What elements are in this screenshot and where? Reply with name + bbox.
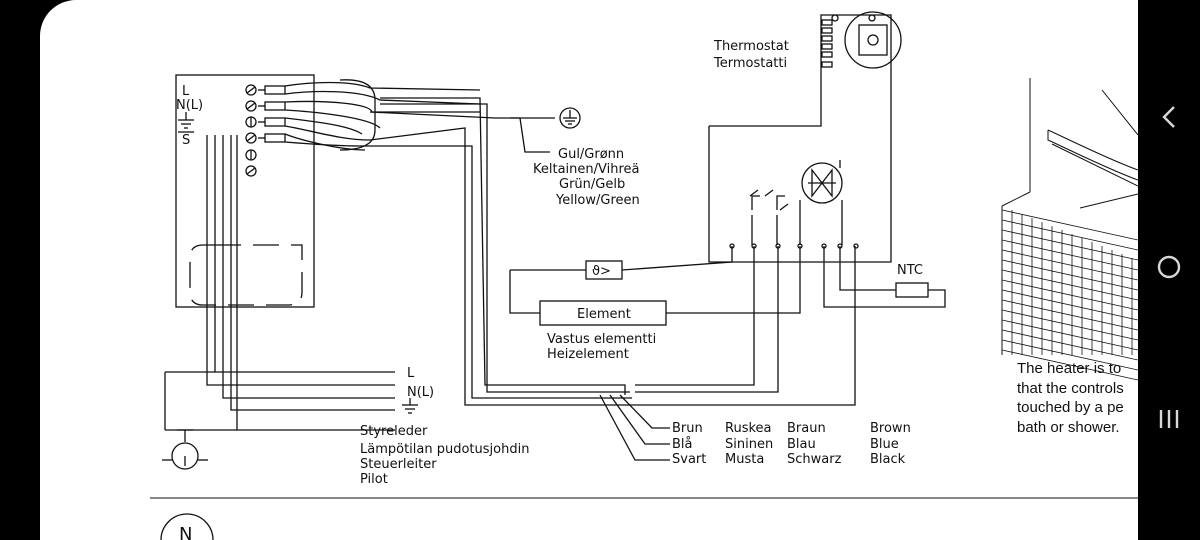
terminal-label-l: L — [182, 84, 190, 99]
wire-blue-de: Blau — [787, 437, 816, 452]
bathroom-illustration — [1001, 78, 1138, 381]
caption-line-3: touched by a pe — [1017, 399, 1124, 416]
mains-ground — [402, 398, 418, 414]
floor-tile-line — [1001, 319, 1138, 351]
cable-bundle — [284, 79, 481, 151]
mains-l-label: L — [407, 366, 415, 381]
section-circle — [160, 513, 214, 540]
wire-black-de: Schwarz — [787, 452, 842, 467]
thermostat-dial — [821, 11, 902, 69]
thermostat-terminals — [729, 243, 859, 249]
terminal-box-cutout — [189, 244, 303, 306]
floor-tile-line — [1001, 209, 1138, 241]
earth-symbol — [559, 107, 581, 129]
wire-blue-no: Blå — [672, 437, 693, 452]
home-button[interactable] — [1138, 242, 1200, 292]
recents-bars-icon — [1159, 410, 1179, 428]
wire-brown-no: Brun — [672, 421, 703, 436]
wire-brown-de: Braun — [787, 421, 826, 436]
earth-label-4: Yellow/Green — [555, 193, 640, 208]
caption-line-4: bath or shower. — [1017, 418, 1120, 436]
supply-conductors — [164, 97, 856, 431]
circle-home-icon — [1157, 255, 1181, 279]
wire-blue-en: Blue — [870, 437, 899, 452]
mains-n-label: N(L) — [407, 385, 434, 400]
wire-black-en: Black — [870, 452, 906, 467]
floor-tile-line — [1001, 239, 1138, 271]
element-sub-2: Heizelement — [547, 347, 629, 362]
pilot-label-1: Styreleder — [360, 424, 428, 439]
caption-text: The heater is to that the controls touch… — [1017, 359, 1138, 437]
thermostat-label-1: Thermostat — [713, 39, 789, 54]
floor-tile-line — [1001, 289, 1138, 321]
chevron-left-icon — [1162, 106, 1175, 128]
wire-brown-en: Brown — [870, 421, 911, 436]
wire-black-no: Svart — [672, 452, 706, 467]
floor-tile-line — [1001, 339, 1138, 371]
caption-line-1: The heater is to — [1017, 360, 1122, 377]
earth-label-3: Grün/Gelb — [559, 177, 625, 192]
ntc-label: NTC — [897, 263, 923, 278]
floor-tile-line — [1001, 259, 1138, 291]
terminal-label-s: S — [182, 133, 190, 148]
floor-tile-line — [1001, 249, 1138, 281]
floor-tile-line — [1001, 219, 1138, 251]
recents-button[interactable] — [1138, 394, 1200, 444]
pilot-label-3: Steuerleiter — [360, 457, 437, 472]
document-page: ϑ> L N(L) S Ther — [40, 0, 1138, 540]
android-nav-bar — [1138, 0, 1200, 540]
wiring-diagram: ϑ> L N(L) S Ther — [150, 11, 1138, 540]
wire-blue-fi: Sininen — [725, 437, 773, 452]
element-label: Element — [577, 307, 631, 322]
earth-label-2: Keltainen/Vihreä — [533, 162, 640, 177]
legend-cable — [599, 394, 670, 461]
caption-line-2: that the controls — [1017, 379, 1124, 397]
pilot-switch — [162, 429, 208, 470]
floor-tile-line — [1001, 349, 1138, 381]
floor-tile-line — [1001, 309, 1138, 341]
wire-brown-fi: Ruskea — [725, 421, 772, 436]
floor-tile-line — [1001, 269, 1138, 301]
terminal-screws — [245, 84, 286, 177]
section-circle-letter: N — [179, 524, 192, 540]
floor-tile-line — [1001, 229, 1138, 261]
pilot-label-2: Lämpötilan pudotusjohdin — [360, 442, 529, 457]
floor-tile-line — [1001, 279, 1138, 311]
terminal-label-n: N(L) — [176, 98, 203, 113]
terminal-box — [175, 74, 315, 308]
floor-tile-line — [1001, 329, 1138, 361]
wire-black-fi: Musta — [725, 452, 764, 467]
thermostat-relay — [749, 160, 843, 245]
terminal-ground-symbol — [178, 112, 194, 133]
back-button[interactable] — [1138, 92, 1200, 142]
ntc-sensor — [895, 282, 929, 298]
floor-tile-line — [1001, 299, 1138, 331]
thermostat-box — [708, 14, 892, 263]
svg-text:ϑ>: ϑ> — [592, 264, 611, 279]
element-sub-1: Vastus elementti — [547, 332, 656, 347]
earth-label-1: Gul/Grønn — [558, 147, 624, 162]
thermostat-label-2: Termostatti — [713, 56, 787, 71]
pilot-label-4: Pilot — [360, 472, 388, 487]
